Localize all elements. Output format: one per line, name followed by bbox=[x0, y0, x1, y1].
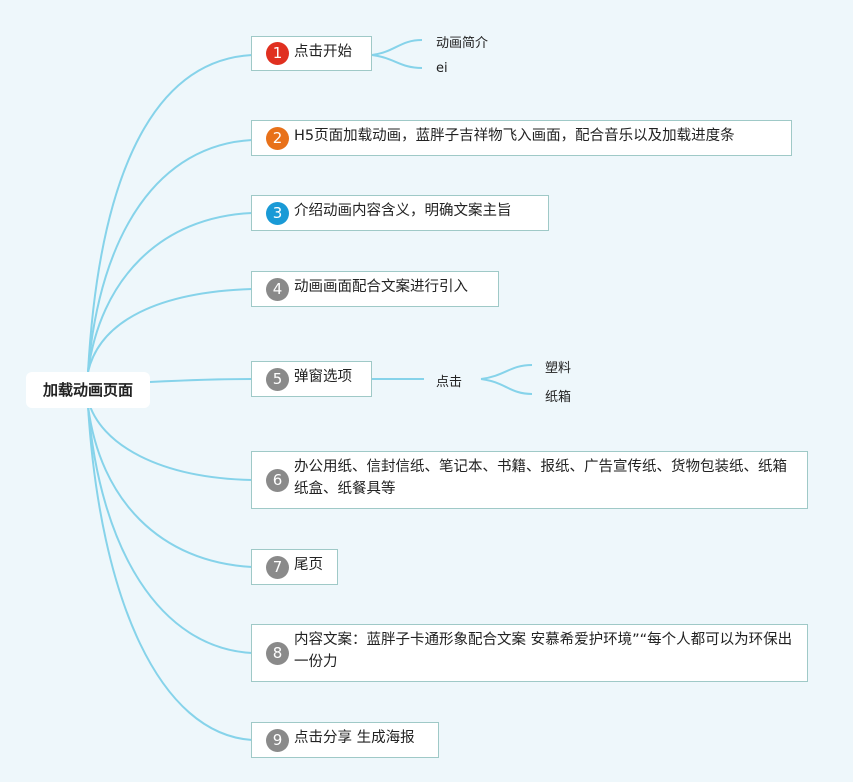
connector-click-child-1 bbox=[480, 364, 533, 380]
step-2-badge: 2 bbox=[266, 126, 289, 150]
connector-step-7 bbox=[87, 405, 253, 568]
connector-step-8 bbox=[87, 405, 253, 654]
connector-step-1 bbox=[87, 54, 253, 373]
step-5-badge: 5 bbox=[266, 367, 289, 391]
step-4-label: 动画画面配合文案进行引入 bbox=[294, 279, 468, 295]
step-8-label: 内容文案：蓝胖子卡通形象配合文案 安慕希爱护环境”“每个人都可以为环保出一份力 bbox=[294, 632, 793, 670]
step-1-badge: 1 bbox=[266, 42, 289, 65]
step-5-node[interactable]: 5 弹窗选项 bbox=[251, 361, 372, 397]
step-3-label: 介绍动画内容含义，明确文案主旨 bbox=[294, 203, 512, 219]
step-4-badge: 4 bbox=[266, 277, 289, 301]
step5-child-1[interactable]: 塑料 bbox=[545, 361, 572, 376]
step-7-label: 尾页 bbox=[294, 557, 323, 573]
step-1-label: 点击开始 bbox=[294, 44, 352, 60]
step-9-badge: 9 bbox=[266, 728, 289, 752]
step-6-node[interactable]: 6 办公用纸、信封信纸、笔记本、书籍、报纸、广告宣传纸、货物包装纸、纸箱纸盒、纸… bbox=[251, 451, 808, 509]
connector-click-child-2 bbox=[480, 378, 533, 395]
connector-step-9 bbox=[87, 405, 253, 741]
step5-child-2[interactable]: 纸箱 bbox=[545, 390, 572, 405]
step-7-node[interactable]: 7 尾页 bbox=[251, 549, 338, 585]
connector-step1-child-2 bbox=[371, 54, 423, 69]
step1-child-2[interactable]: ei bbox=[436, 61, 448, 76]
step-3-badge: 3 bbox=[266, 201, 289, 225]
step-4-node[interactable]: 4 动画画面配合文案进行引入 bbox=[251, 271, 499, 307]
connector-step-2 bbox=[87, 139, 253, 373]
step-9-node[interactable]: 9 点击分享 生成海报 bbox=[251, 722, 439, 758]
step-8-badge: 8 bbox=[266, 641, 289, 665]
step-7-badge: 7 bbox=[266, 555, 289, 579]
step-2-node[interactable]: 2 H5页面加载动画，蓝胖子吉祥物飞入画面，配合音乐以及加载进度条 bbox=[251, 120, 792, 156]
step-2-label: H5页面加载动画，蓝胖子吉祥物飞入画面，配合音乐以及加载进度条 bbox=[294, 128, 735, 144]
connector-step-4 bbox=[87, 288, 253, 373]
step1-child-1[interactable]: 动画简介 bbox=[436, 36, 489, 51]
connector-step-5 bbox=[149, 378, 253, 383]
step5-click-node[interactable]: 点击 bbox=[436, 375, 463, 390]
step-5-label: 弹窗选项 bbox=[294, 369, 352, 385]
step-3-node[interactable]: 3 介绍动画内容含义，明确文案主旨 bbox=[251, 195, 549, 231]
connector-step1-child-1 bbox=[371, 39, 423, 56]
connector-step-6 bbox=[87, 399, 253, 481]
connector-step-3 bbox=[87, 212, 253, 373]
step-1-node[interactable]: 1 点击开始 bbox=[251, 36, 372, 71]
step-6-label: 办公用纸、信封信纸、笔记本、书籍、报纸、广告宣传纸、货物包装纸、纸箱纸盒、纸餐具… bbox=[294, 459, 787, 497]
root-label: 加载动画页面 bbox=[42, 381, 133, 399]
step-8-node[interactable]: 8 内容文案：蓝胖子卡通形象配合文案 安慕希爱护环境”“每个人都可以为环保出一份… bbox=[251, 624, 808, 682]
step-9-label: 点击分享 生成海报 bbox=[294, 730, 415, 746]
step-6-badge: 6 bbox=[266, 468, 289, 492]
root-node[interactable]: 加载动画页面 bbox=[26, 372, 150, 408]
